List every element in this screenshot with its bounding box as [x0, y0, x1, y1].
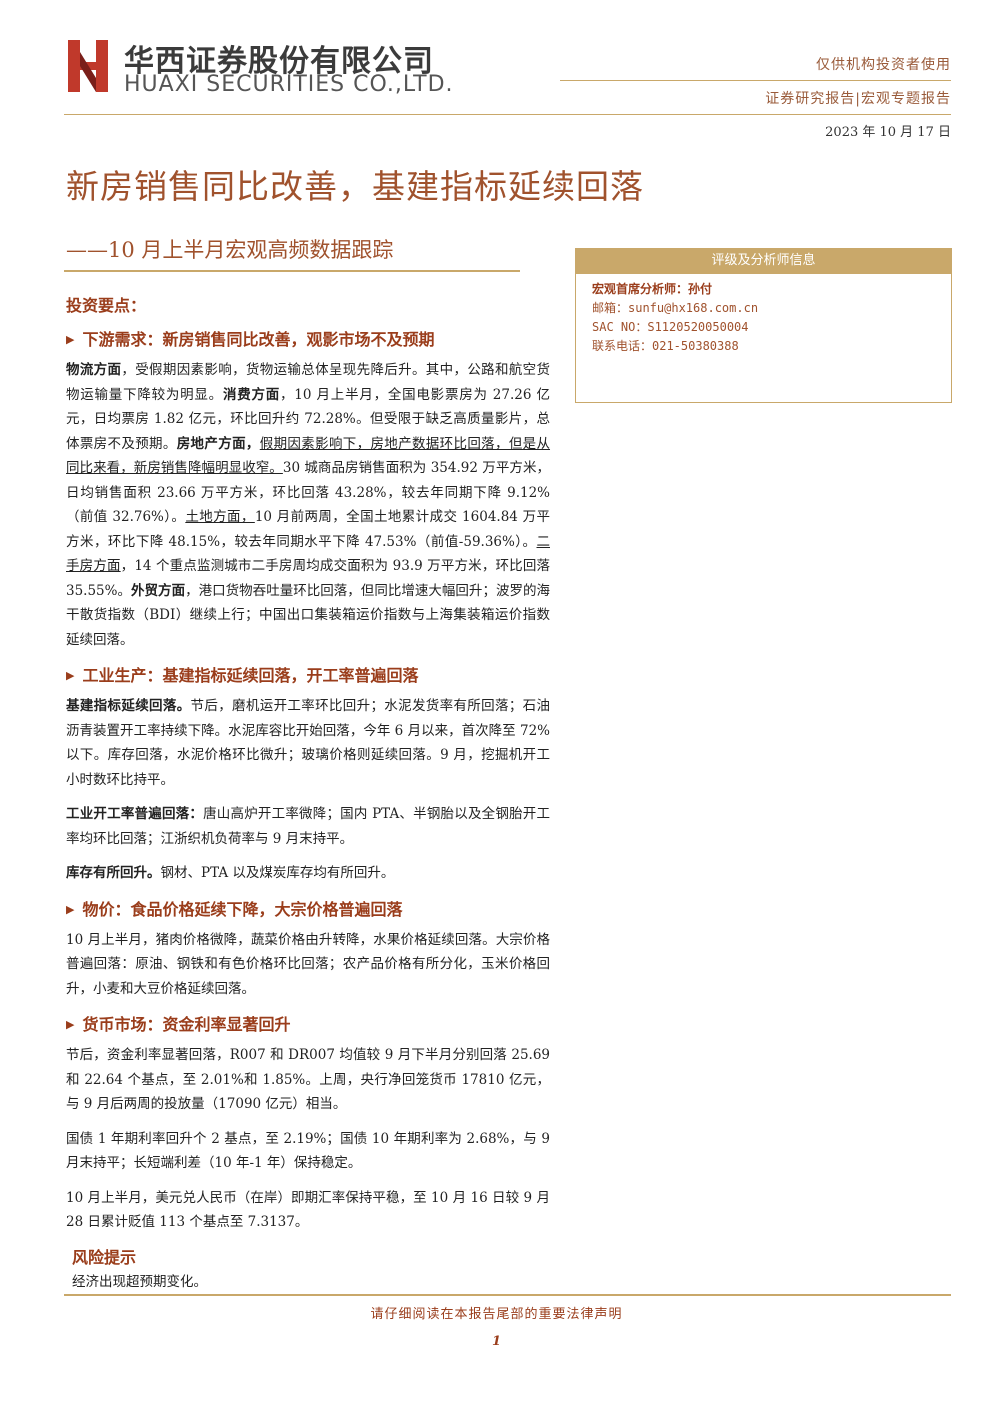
section-title: ▶货币市场：资金利率显著回升	[66, 1015, 291, 1034]
risk-text: 经济出现超预期变化。	[72, 1274, 207, 1290]
paragraph: 国债 1 年期利率回升个 2 基点，至 2.19%；国债 10 年期利率为 2.…	[66, 1130, 550, 1172]
paragraph: 基建指标延续回落。节后，磨机运开工率环比回升；水泥发货率有所回落；石油沥青装置开…	[66, 698, 551, 788]
key-points-title: 投资要点：	[66, 296, 147, 315]
report-date: 2023 年 10 月 17 日	[825, 125, 951, 140]
risk-title: 风险提示	[72, 1248, 137, 1267]
header-divider	[64, 114, 951, 115]
page-subtitle: ——10 月上半月宏观高频数据跟踪	[66, 238, 394, 262]
footer-divider	[64, 1294, 951, 1296]
section-title: ▶物价：食品价格延续下降，大宗价格普遍回落	[66, 899, 403, 919]
triangle-bullet-icon: ▶	[66, 902, 75, 916]
analyst-email: 邮箱：sunfu@hx168.com.cn	[592, 301, 759, 315]
company-name-cn: 华西证券股份有限公司	[124, 44, 434, 79]
analyst-name: 宏观首席分析师：孙付	[592, 282, 713, 296]
subtitle-underline	[64, 270, 520, 272]
triangle-bullet-icon: ▶	[66, 1018, 75, 1031]
analyst-sac: SAC NO：S1120520050004	[592, 320, 749, 334]
analyst-phone: 联系电话：021-50380388	[592, 339, 739, 353]
huaxi-logo-icon	[64, 38, 112, 94]
audience-note: 仅供机构投资者使用	[816, 57, 951, 73]
key-points: 投资要点： ▶下游需求：新房销售同比改善，观影市场不及预期 物流方面，受假期因素…	[66, 292, 550, 1245]
paragraph: 10 月上半月，猪肉价格微降，蔬菜价格由升转降，水果价格延续回落。大宗价格普遍回…	[66, 931, 550, 997]
section-title: ▶下游需求：新房销售同比改善，观影市场不及预期	[66, 330, 435, 349]
company-name-en: HUAXI SECURITIES CO.,LTD.	[124, 72, 454, 97]
paragraph: 节后，资金利率显著回落，R007 和 DR007 均值较 9 月下半月分别回落 …	[66, 1047, 550, 1112]
page-title: 新房销售同比改善，基建指标延续回落	[66, 167, 644, 206]
page-number: 1	[491, 1334, 502, 1349]
paragraph: 库存有所回升。钢材、PTA 以及煤炭库存均有所回升。	[66, 865, 395, 881]
paragraph: 物流方面，受假期因素影响，货物运输总体呈现先降后升。其中，公路和航空货物运输量下…	[66, 362, 551, 648]
header-divider	[560, 80, 951, 81]
section-title: ▶工业生产：基建指标延续回落，开工率普遍回落	[66, 666, 419, 685]
paragraph: 10 月上半月，美元兑人民币（在岸）即期汇率保持平稳，至 10 月 16 日较 …	[66, 1189, 550, 1231]
analyst-box-heading: 评级及分析师信息	[575, 248, 952, 274]
triangle-bullet-icon: ▶	[66, 669, 75, 682]
report-type: 证券研究报告|宏观专题报告	[765, 91, 951, 107]
triangle-bullet-icon: ▶	[66, 333, 75, 346]
legal-notice: 请仔细阅读在本报告尾部的重要法律声明	[370, 1307, 623, 1322]
analyst-box-body: 宏观首席分析师：孙付 邮箱：sunfu@hx168.com.cn SAC NO：…	[592, 280, 758, 356]
paragraph: 工业开工率普遍回落：唐山高炉开工率微降；国内 PTA、半钢胎以及全钢胎开工率均环…	[66, 806, 551, 847]
